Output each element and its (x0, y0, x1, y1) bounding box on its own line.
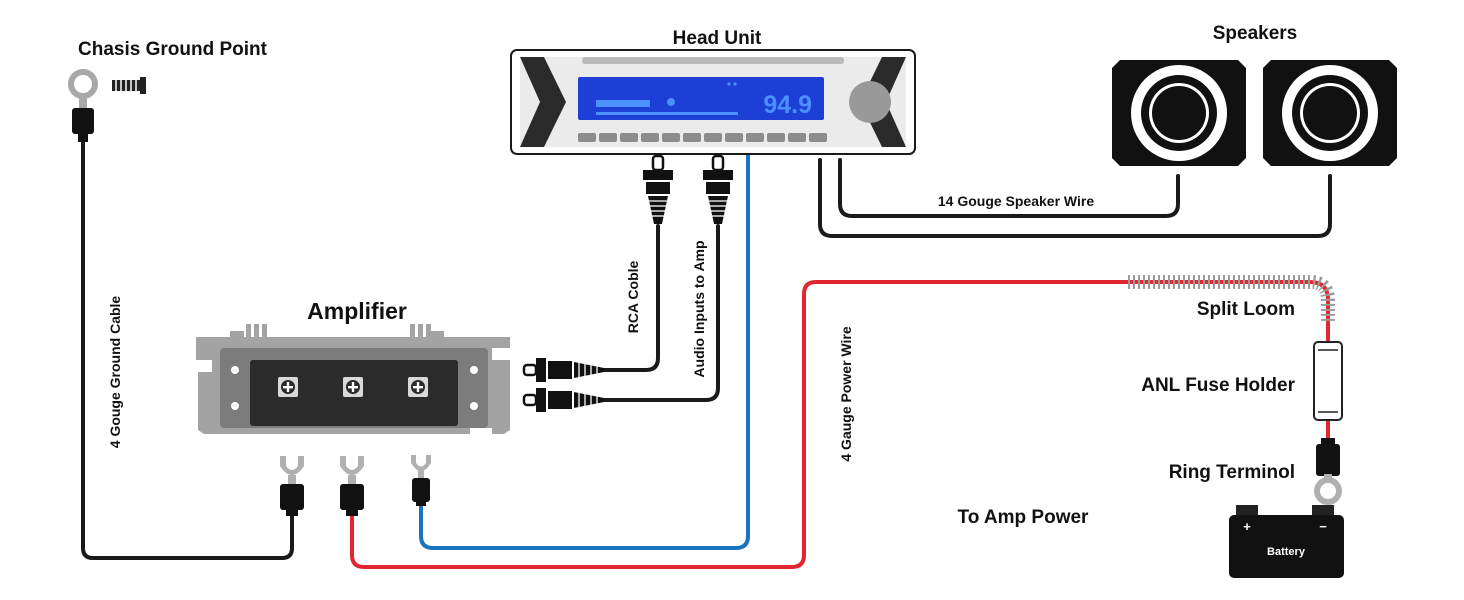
rca-cable-label: RCA Coble (625, 260, 641, 333)
power-wire (350, 280, 1137, 569)
frequency-readout: 94.9 (763, 91, 812, 119)
head-unit-label: Head Unit (673, 28, 762, 49)
ground-cable-label: 4 Gouge Ground Cable (107, 296, 123, 449)
ground-spade-terminal (280, 456, 304, 516)
split-loom (1128, 275, 1335, 322)
rca-amp-plug-upper (522, 358, 604, 382)
power-spade-terminal (340, 456, 364, 516)
wires (81, 138, 1332, 569)
battery-plus-sign: + (1243, 519, 1251, 534)
ground-terminal-boot (72, 108, 94, 134)
battery: + − Battery (1229, 505, 1344, 578)
rca-cable-1 (600, 224, 660, 372)
volume-knob (849, 81, 891, 123)
ground-ring-terminal (68, 69, 98, 99)
remote-turn-on-wire (419, 152, 750, 550)
battery-label: Battery (1267, 546, 1306, 558)
rca-amp-plug-lower (522, 388, 604, 412)
rca-plug-left (643, 154, 673, 224)
rca-cable-2 (600, 224, 720, 402)
head-unit: 94.9 (510, 49, 916, 155)
battery-minus-sign: − (1319, 519, 1327, 534)
bolt-icon (112, 77, 146, 94)
terminal-screw-icon (278, 377, 298, 397)
fuse-holder-label: ANL Fuse Holder (1141, 375, 1295, 396)
audio-inputs-label: Audio Inputs to Amp (691, 240, 707, 377)
battery-ring-terminal (1314, 438, 1342, 505)
terminal-screw-icon (408, 377, 428, 397)
speaker-wire-inner (838, 158, 1180, 218)
speakers-label: Speakers (1213, 23, 1298, 44)
split-loom-label: Split Loom (1197, 299, 1295, 320)
speaker-wire-label: 14 Gouge Speaker Wire (938, 193, 1094, 209)
terminal-screw-icon (343, 377, 363, 397)
power-wire-label: 4 Gauge Power Wire (838, 326, 854, 461)
rca-plug-right (703, 154, 733, 224)
chassis-ground-point-label: Chasis Ground Point (78, 39, 268, 60)
remote-spade-terminal (411, 455, 431, 506)
to-amp-power-label: To Amp Power (958, 507, 1090, 528)
preset-buttons (578, 133, 827, 142)
amplifier-label: Amplifier (307, 298, 407, 324)
chassis-ground-point (68, 69, 146, 142)
speaker-right (1263, 60, 1397, 166)
ring-terminal-label: Ring Terminol (1169, 462, 1295, 483)
head-unit-display (578, 77, 824, 120)
anl-fuse-holder (1313, 341, 1343, 421)
speaker-wire-outer (818, 158, 1332, 238)
speaker-left (1112, 60, 1246, 166)
ground-cable (81, 138, 294, 560)
amplifier (196, 324, 510, 434)
